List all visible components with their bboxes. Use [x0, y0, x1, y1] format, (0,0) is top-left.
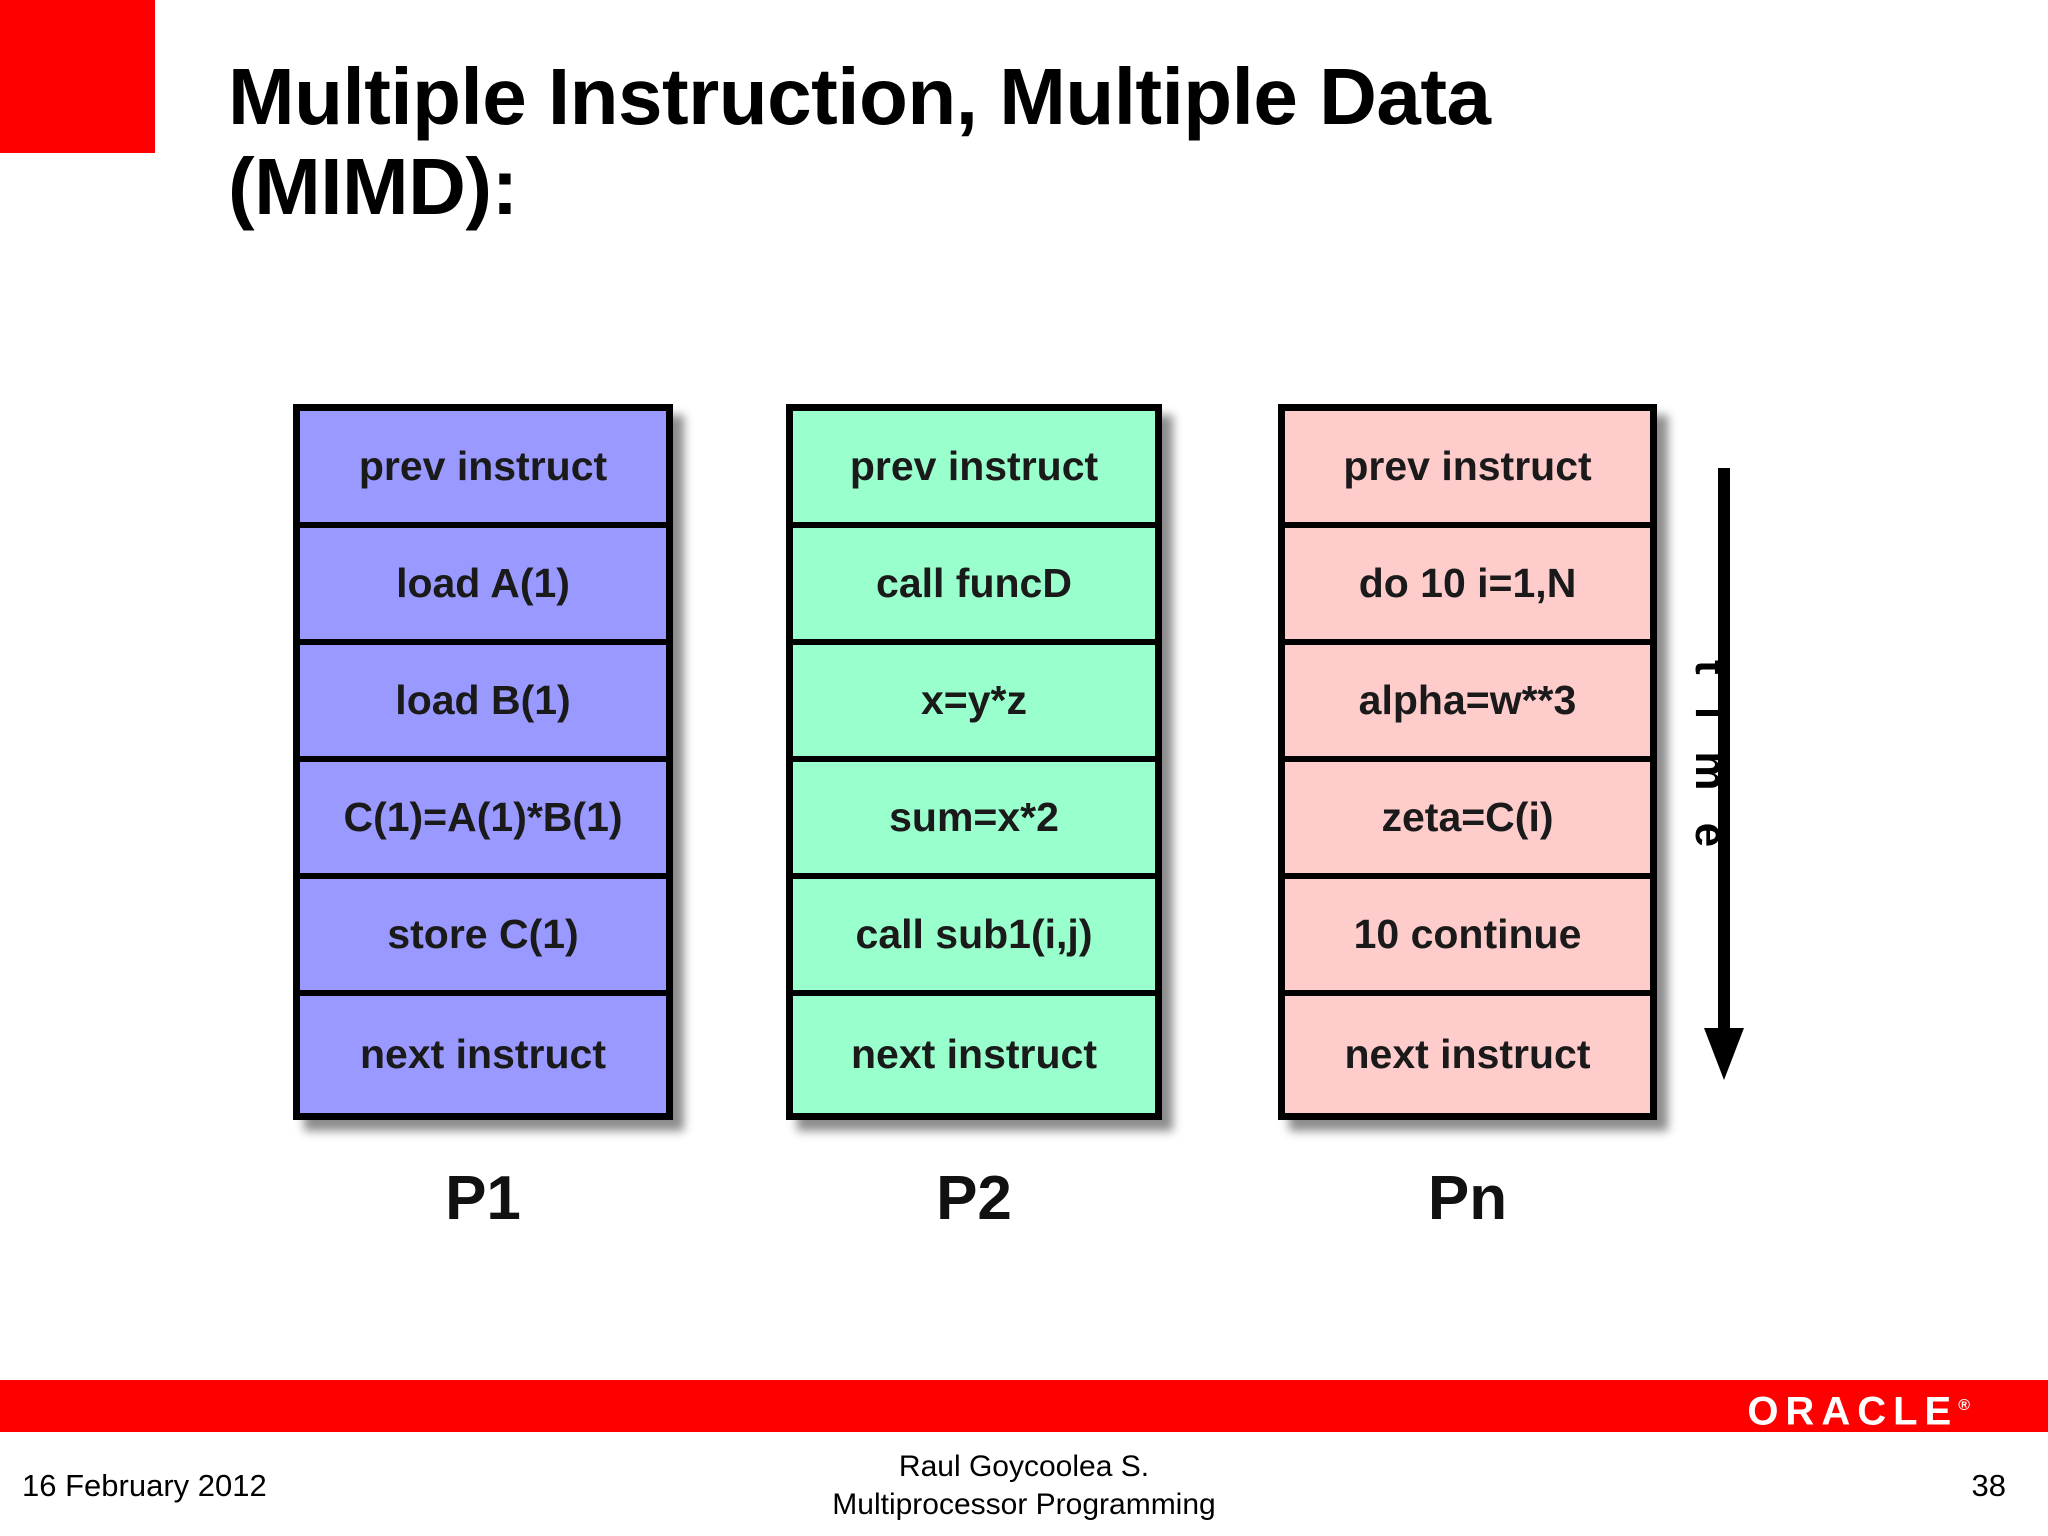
instruction-row: load A(1)	[300, 528, 666, 645]
time-arrow-shaft	[1718, 468, 1730, 1038]
footer-center: Raul Goycoolea S. Multiprocessor Program…	[0, 1448, 2048, 1523]
footer-date: 16 February 2012	[22, 1468, 267, 1503]
processor-column-p2: prev instruct call funcD x=y*z sum=x*2 c…	[786, 404, 1162, 1120]
instruction-row: x=y*z	[793, 645, 1155, 762]
instruction-stack-p1: prev instruct load A(1) load B(1) C(1)=A…	[293, 404, 673, 1120]
processor-label-p1: P1	[445, 1164, 521, 1233]
instruction-stack-pn: prev instruct do 10 i=1,N alpha=w**3 zet…	[1278, 404, 1657, 1120]
instruction-row: C(1)=A(1)*B(1)	[300, 762, 666, 879]
page-title: Multiple Instruction, Multiple Data (MIM…	[228, 52, 1491, 231]
instruction-row: do 10 i=1,N	[1285, 528, 1650, 645]
processor-column-pn: prev instruct do 10 i=1,N alpha=w**3 zet…	[1278, 404, 1657, 1120]
instruction-row: 10 continue	[1285, 879, 1650, 996]
instruction-row: store C(1)	[300, 879, 666, 996]
instruction-row: load B(1)	[300, 645, 666, 762]
time-axis-label: t i m e	[1686, 660, 1735, 858]
registered-trademark-icon: ®	[1958, 1397, 1970, 1414]
instruction-row: zeta=C(i)	[1285, 762, 1650, 879]
footer-author: Raul Goycoolea S.	[898, 1450, 1150, 1483]
footer-bar	[0, 1380, 2048, 1432]
footer-course: Multiprocessor Programming	[832, 1487, 1216, 1521]
time-arrow-head	[1704, 1028, 1744, 1080]
instruction-row: sum=x*2	[793, 762, 1155, 879]
processor-column-p1: prev instruct load A(1) load B(1) C(1)=A…	[293, 404, 673, 1120]
accent-block-top-left	[0, 0, 155, 153]
instruction-row: next instruct	[1285, 996, 1650, 1113]
instruction-row: next instruct	[300, 996, 666, 1113]
instruction-row: alpha=w**3	[1285, 645, 1650, 762]
processor-label-pn: Pn	[1427, 1164, 1508, 1233]
footer-page-number: 38	[1971, 1468, 2006, 1503]
instruction-row: next instruct	[793, 996, 1155, 1113]
oracle-wordmark: ORACLE	[1747, 1389, 1959, 1434]
instruction-row: call sub1(i,j)	[793, 879, 1155, 996]
instruction-row: call funcD	[793, 528, 1155, 645]
oracle-logo: ORACLE®	[1747, 1386, 1970, 1431]
instruction-row: prev instruct	[1285, 411, 1650, 528]
instruction-stack-p2: prev instruct call funcD x=y*z sum=x*2 c…	[786, 404, 1162, 1120]
instruction-row: prev instruct	[793, 411, 1155, 528]
instruction-row: prev instruct	[300, 411, 666, 528]
processor-label-p2: P2	[936, 1164, 1012, 1233]
time-arrow-icon	[1704, 468, 1744, 1093]
